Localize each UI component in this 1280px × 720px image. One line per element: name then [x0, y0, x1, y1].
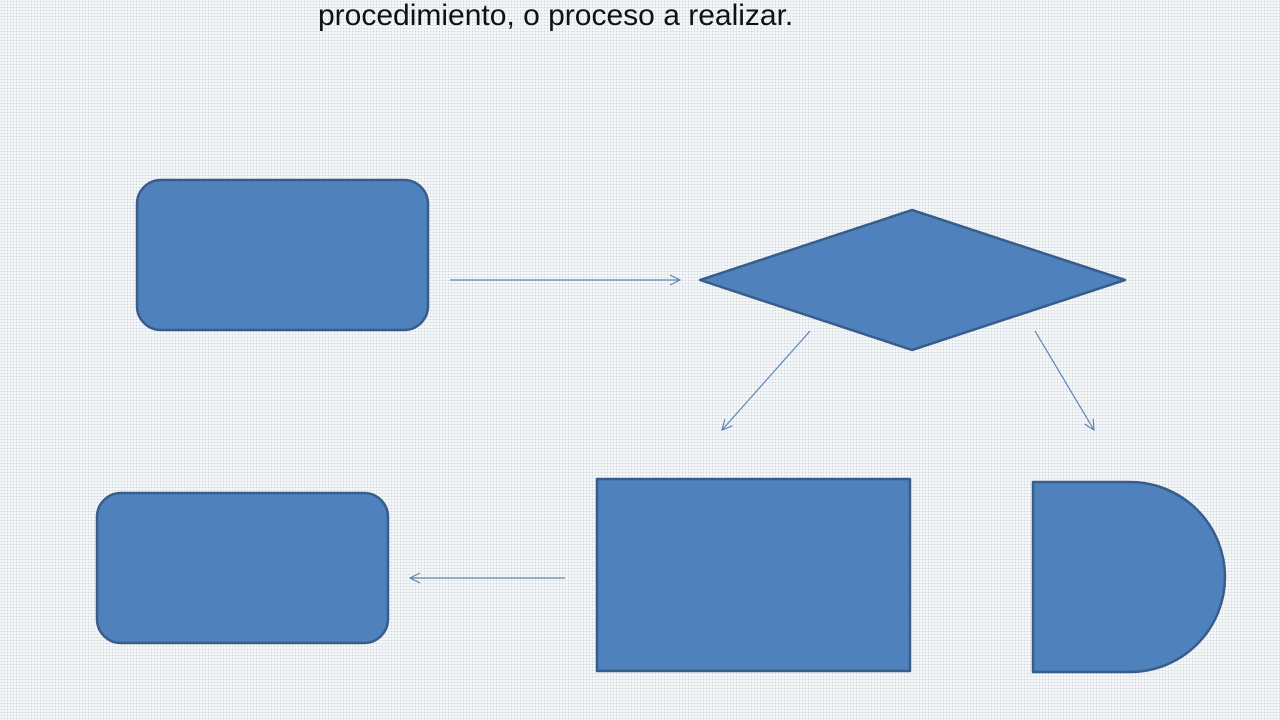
- process-rectangle-shape[interactable]: [595, 477, 912, 673]
- decision-diamond-shape[interactable]: [698, 208, 1127, 352]
- delay-shape[interactable]: [1031, 480, 1227, 674]
- slide-caption: procedimiento, o proceso a realizar.: [318, 0, 794, 32]
- arrow-decision-to-process[interactable]: [722, 330, 811, 430]
- terminator-top-left-shape[interactable]: [135, 178, 430, 332]
- terminator-bottom-left-shape[interactable]: [95, 491, 390, 645]
- arrow-decision-to-delay[interactable]: [1034, 330, 1094, 430]
